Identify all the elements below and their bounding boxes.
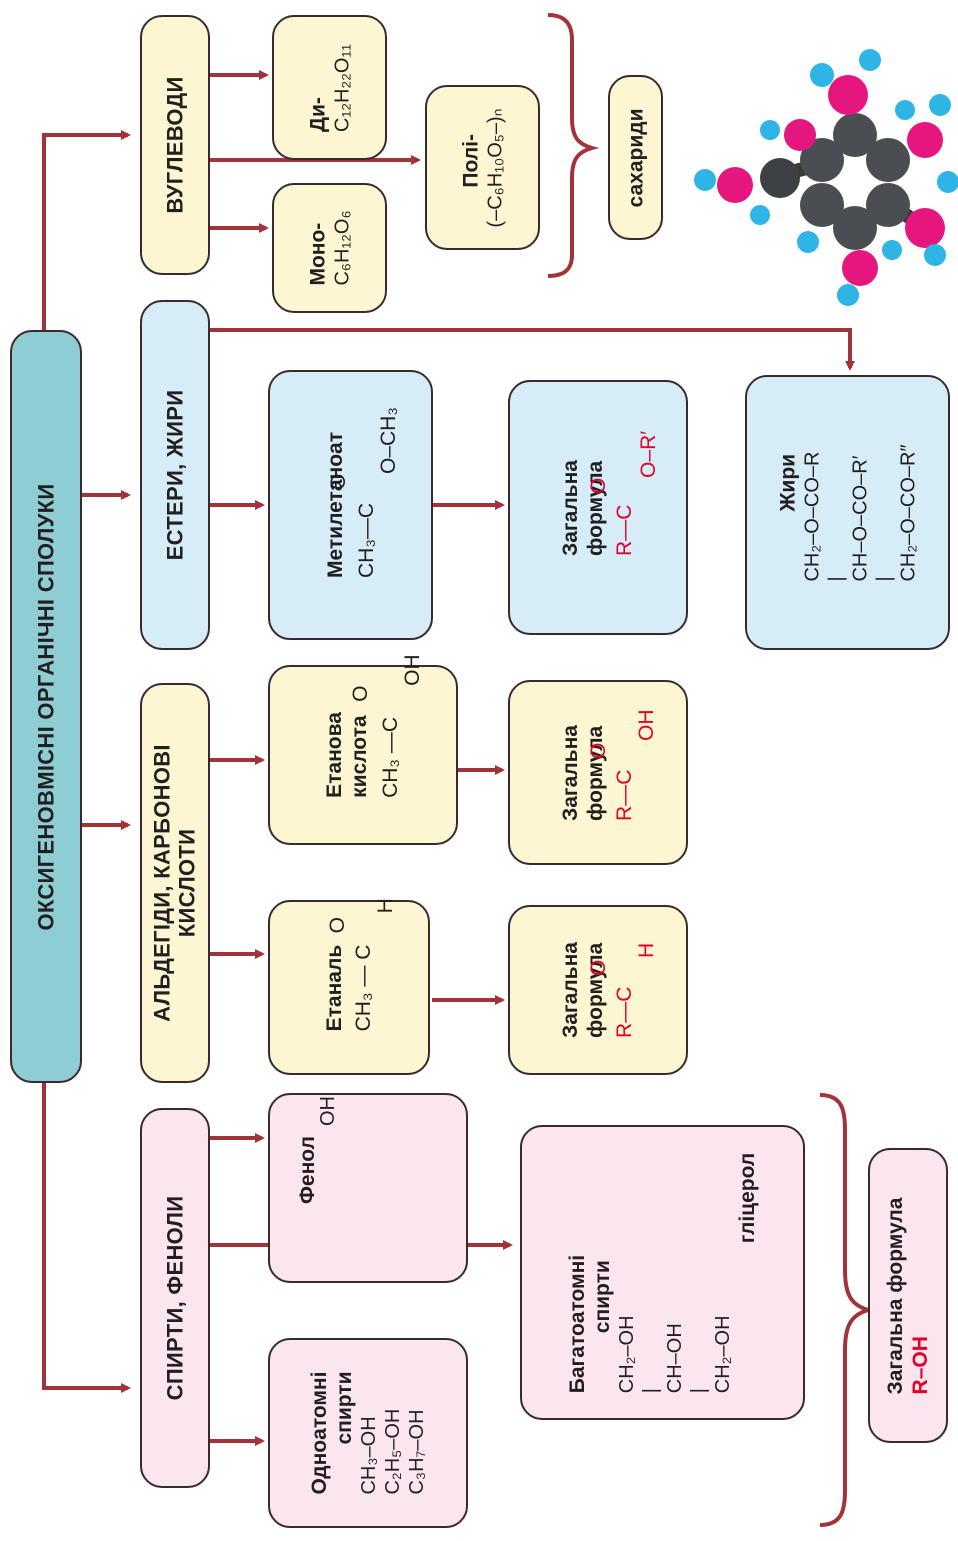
poly-saccharide-box: Полі- (–C₆H₁₀O₅–)ₙ	[425, 85, 540, 250]
main-title-box: ОКСИГЕНОВМІСНІ ОРГАНІЧНІ СПОЛУКИ	[10, 330, 82, 1083]
category-aldehydes: АЛЬДЕГІДИ, КАРБОНОВІ КИСЛОТИ	[140, 683, 210, 1083]
ethanal-box: Етаналь CH₃ — C O H	[268, 898, 430, 1075]
poly-alcohols-box: Багатоатомні спирти CH₂–OH | CH–OH | CH₂…	[520, 1125, 805, 1420]
general-acid-box: Загальна формула R—C O OH	[508, 680, 688, 865]
category-alcohols: СПИРТИ, ФЕНОЛИ	[140, 1108, 210, 1488]
brace-saccharides	[547, 13, 600, 278]
general-ester-box: Загальна формула R—C O O–R′	[508, 380, 688, 635]
glucose-molecule-model	[694, 49, 958, 306]
glycerol-label: гліцерол	[736, 1152, 760, 1243]
methyl-ethanoate-box: Метилетаноат CH₃—C O O–CH₃	[268, 370, 433, 640]
mono-saccharide-box: Моно- C₆H₁₂O₆	[272, 183, 387, 313]
saccharides-box: сахариди	[608, 75, 663, 240]
arrow-main-to-carbs	[42, 130, 131, 330]
fats-box: Жири CH₂–O–CO–R | CH–O–CO–R′ | CH₂–O–CO–…	[745, 375, 950, 650]
category-carbs: ВУГЛЕВОДИ	[140, 15, 210, 275]
formula-methanol: CH₃–OH	[358, 1416, 381, 1495]
formula-ethanol: C₂H₅–OH	[382, 1408, 405, 1495]
mono-alcohols-box: Одноатомні спирти CH₃–OH C₂H₅–OH C₃H₇–OH	[268, 1338, 468, 1528]
category-alcohols-label: СПИРТИ, ФЕНОЛИ	[162, 1195, 188, 1401]
category-esters: ЕСТЕРИ, ЖИРИ	[140, 300, 210, 650]
di-saccharide-box: Ди- C₁₂H₂₂O₁₁	[272, 15, 387, 160]
category-carbs-label: ВУГЛЕВОДИ	[162, 76, 188, 214]
category-esters-label: ЕСТЕРИ, ЖИРИ	[162, 389, 188, 561]
phenol-oh: OH	[317, 1096, 339, 1126]
general-roh: R–OH	[909, 1335, 932, 1394]
formula-propanol: C₃H₇–OH	[406, 1409, 429, 1495]
phenol-title: Фенол	[296, 1136, 319, 1204]
arrow-esters-to-fats	[210, 328, 855, 371]
arrow-main-to-alcohols	[42, 1083, 131, 1393]
general-aldehyde-box: Загальна формула R—C O H	[508, 905, 688, 1075]
brace-alcohols	[819, 1093, 875, 1527]
acid-box: Етанова кислота CH₃ —C O OH	[268, 654, 458, 845]
category-aldehydes-label: АЛЬДЕГІДИ, КАРБОНОВІ КИСЛОТИ	[149, 744, 200, 1022]
general-alcohol-box: Загальна формула R–OH	[868, 1148, 948, 1443]
main-title: ОКСИГЕНОВМІСНІ ОРГАНІЧНІ СПОЛУКИ	[33, 483, 59, 930]
phenol-box: Фенол OH	[268, 1093, 468, 1283]
